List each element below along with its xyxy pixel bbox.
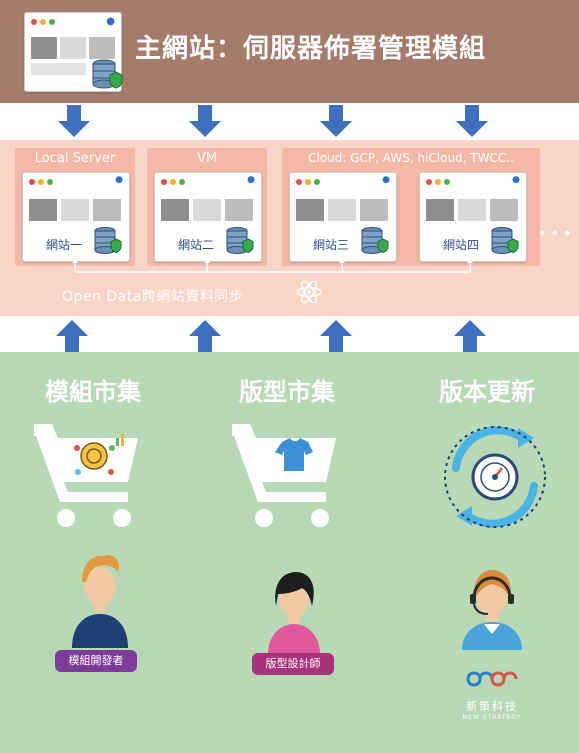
site-database-icon xyxy=(94,227,122,254)
site-label-4: 網站四 xyxy=(442,238,479,252)
category-label-version-update: 版本更新 xyxy=(439,378,535,406)
main-site-window-icon: ● xyxy=(24,12,122,92)
brand-name: 新策科技 xyxy=(466,700,518,713)
marketplace-band xyxy=(0,352,579,753)
panel-title-cloud: Cloud: GCP, AWS, hiCloud, TWCC.. xyxy=(308,151,514,165)
sync-connector xyxy=(72,259,473,273)
sync-atom-icon xyxy=(296,280,322,304)
site-label-1: 網站一 xyxy=(45,238,82,252)
brand-tagline: NEW STRATEGY xyxy=(462,714,522,721)
site-database-icon xyxy=(491,227,519,254)
cart-theme-icon xyxy=(232,424,336,527)
category-label-theme-market: 版型市集 xyxy=(239,378,335,406)
site-label-2: 網站二 xyxy=(177,238,214,252)
role-badge-module-developer: 模組開發者 xyxy=(55,650,137,672)
panel-title-local-server: Local Server xyxy=(34,151,116,166)
more-sites-ellipsis: • • • xyxy=(538,226,572,242)
role-badge-theme-designer: 版型設計師 xyxy=(252,653,334,675)
server-database-icon xyxy=(92,59,123,89)
theme-designer-avatar xyxy=(268,572,320,654)
site-label-3: 網站三 xyxy=(312,238,349,252)
category-label-module-market: 模組市集 xyxy=(45,378,141,406)
brand-logo-icon xyxy=(466,671,518,687)
module-developer-avatar xyxy=(72,554,128,648)
site-database-icon xyxy=(226,227,254,254)
site-window-3: ● 網站三 xyxy=(289,172,397,262)
panel-title-vm: VM xyxy=(196,151,218,166)
up-arrows xyxy=(56,320,486,352)
cart-module-icon xyxy=(34,424,138,527)
support-agent-avatar xyxy=(462,570,522,650)
update-cycle-icon xyxy=(444,426,546,528)
site-database-icon xyxy=(361,227,389,254)
sync-label: Open Data跨網站資料同步 xyxy=(62,289,244,305)
down-arrows xyxy=(58,105,488,137)
page-title: 主網站：伺服器佈署管理模組 xyxy=(135,34,487,64)
